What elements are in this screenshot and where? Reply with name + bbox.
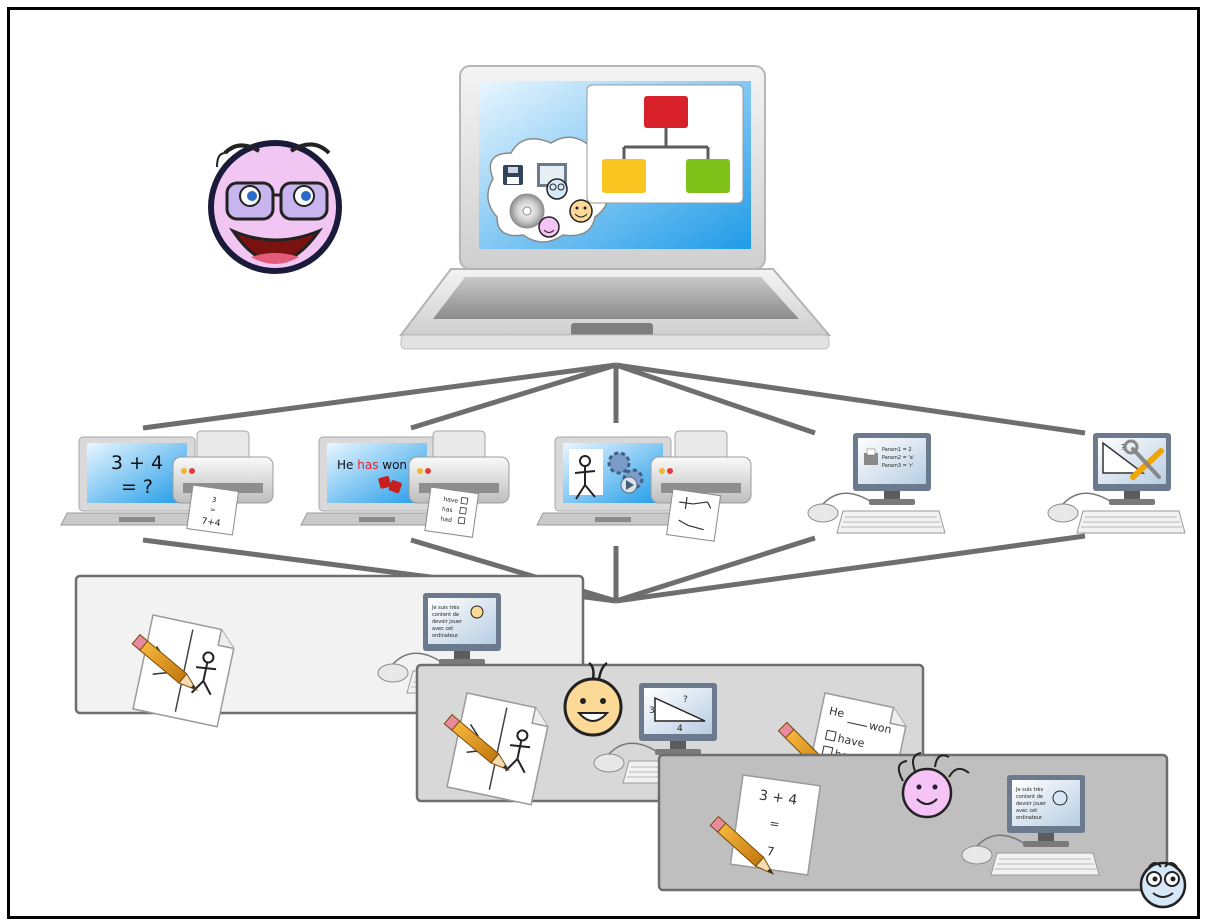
speech2-line-1: Je suis très — [1015, 786, 1043, 793]
child-face-blue-icon — [546, 178, 568, 200]
triangle-base: 4 — [677, 724, 683, 734]
bottom-connection-lines — [142, 533, 1086, 604]
folder-green-icon — [686, 159, 730, 193]
child-yellow-icon — [563, 661, 623, 737]
speech2-line-3: devoir jouer — [1016, 801, 1047, 807]
fill-choice-1: have — [837, 732, 866, 750]
print-choice-1: have — [443, 496, 459, 505]
triangle-hyp: ? — [683, 695, 688, 705]
folder-red-icon — [644, 96, 688, 128]
param-2: Param2 = 'a' — [882, 455, 914, 461]
fill-post: won — [868, 719, 893, 736]
child-face-pink-icon — [538, 216, 560, 238]
math-tile-line2: = ? — [121, 476, 153, 498]
fill-pre: He — [828, 704, 846, 720]
speech2-line-4: avec cet — [1016, 808, 1037, 814]
play-icon — [620, 476, 638, 494]
print-math-1: 3 — [211, 496, 217, 505]
speech2-line-5: ordinateur. — [1016, 815, 1044, 821]
sentence-tile: He has won — [337, 458, 407, 472]
child-blue-glasses-icon — [1139, 861, 1187, 909]
triangle-side: 3 — [649, 706, 655, 716]
child-face-yellow-icon — [470, 605, 484, 619]
worksheet-line3: 7 — [766, 844, 776, 859]
station-parameters: Param1 = 2 Param2 = 'a' Param3 = 'r' — [807, 432, 946, 534]
top-connection-lines — [142, 362, 1086, 436]
speech-line-3: devoir jouer — [432, 619, 463, 625]
teacher-laptop — [398, 65, 832, 350]
child-face-yellow-icon — [569, 199, 593, 223]
teacher-smiley-icon — [208, 140, 342, 274]
svg-text:?: ? — [1121, 443, 1125, 452]
child-pink-icon — [897, 752, 970, 819]
child-face-blue-icon — [1052, 790, 1068, 806]
print-choice-3: had — [440, 516, 452, 525]
tools-icon — [1123, 439, 1164, 480]
speech-line-2: content de — [432, 612, 459, 618]
print-choice-2: has — [442, 506, 453, 514]
param-3: Param3 = 'r' — [882, 463, 913, 469]
speech-line-5: ordinateur. — [432, 633, 460, 639]
print-math-2: = — [209, 506, 216, 515]
station-animation — [536, 430, 752, 542]
print-math-3: 7+4 — [201, 517, 221, 530]
floppy-disk-icon — [503, 165, 523, 185]
math-tile-line1: 3 + 4 — [111, 452, 163, 474]
station-geometry-tools: ? — [1047, 432, 1186, 534]
dice-icon — [378, 476, 402, 494]
diagram-frame: 3 + 4 = ? 3 = 7+4 He has won have has ha… — [7, 7, 1200, 919]
speech-line-1: Je suis très — [431, 604, 459, 611]
speech-line-4: avec cet — [432, 626, 453, 632]
speech2-line-2: content de — [1016, 794, 1043, 800]
folder-yellow-icon — [602, 159, 646, 193]
student-card-3: 3 + 4 = 7 Je suis très content de devoir… — [657, 753, 1169, 892]
param-1: Param1 = 2 — [882, 447, 912, 453]
station-sentence: He has won have has had — [300, 430, 510, 538]
worksheet-line1: 3 + 4 — [758, 788, 798, 809]
diagram-canvas: 3 + 4 = ? 3 = 7+4 He has won have has ha… — [60, 65, 1187, 909]
station-math: 3 + 4 = ? 3 = 7+4 — [60, 430, 274, 536]
worksheet-line2: = — [769, 816, 781, 831]
